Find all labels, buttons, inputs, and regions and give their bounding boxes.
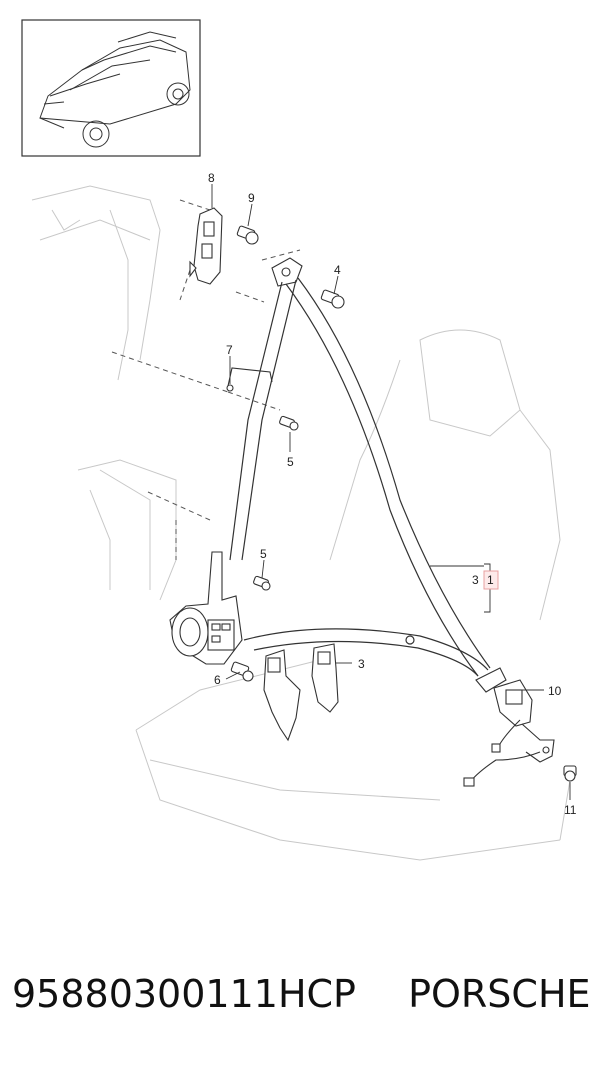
callout-10: 10 [548, 684, 562, 698]
callout-1: 1 [487, 573, 494, 587]
highlight-box-1 [483, 570, 499, 590]
callout-9: 9 [248, 191, 255, 205]
belt-retractor [169, 551, 243, 665]
bolt-5-lower [253, 575, 271, 591]
seat-belt-exploded-diagram: 8 9 4 7 5 5 3 1 6 3 10 11 [21, 19, 577, 861]
buckle-assembly [475, 667, 555, 763]
leader-dashed-lines [111, 199, 301, 560]
callout-4: 4 [334, 263, 341, 277]
footer-caption: 95880300111HCP PORSCHE [12, 972, 592, 1032]
belt-webbing-lap [243, 628, 489, 677]
callout-5-lower: 5 [260, 547, 267, 561]
vehicle-thumbnail [21, 19, 201, 157]
bolt-5-upper [279, 415, 299, 431]
belt-webbing-shoulder [229, 277, 491, 677]
callout-3-plate: 3 [358, 657, 365, 671]
bolt-11 [563, 765, 577, 782]
bolt-6 [230, 661, 254, 682]
callout-7: 7 [226, 343, 233, 357]
height-adjuster-rail [189, 207, 223, 285]
bolt-9 [236, 225, 259, 245]
upper-belt-guide [271, 257, 303, 287]
callout-labels: 8 9 4 7 5 5 3 1 6 3 10 11 [208, 171, 577, 817]
callout-8: 8 [208, 171, 215, 185]
background-body-lines [31, 185, 571, 861]
part-number: 95880300111HCP [12, 972, 356, 1016]
callout-6: 6 [214, 673, 221, 687]
callout-11: 11 [564, 803, 577, 817]
lap-anchor-plates [263, 643, 339, 742]
bolt-4 [320, 289, 345, 309]
callout-3-belt: 3 [472, 573, 479, 587]
buckle-wire-harness [463, 719, 541, 787]
brand-name: PORSCHE [408, 972, 591, 1016]
callout-leaders [211, 184, 571, 800]
belt-guide-bracket [226, 367, 273, 392]
callout-5-upper: 5 [287, 455, 294, 469]
